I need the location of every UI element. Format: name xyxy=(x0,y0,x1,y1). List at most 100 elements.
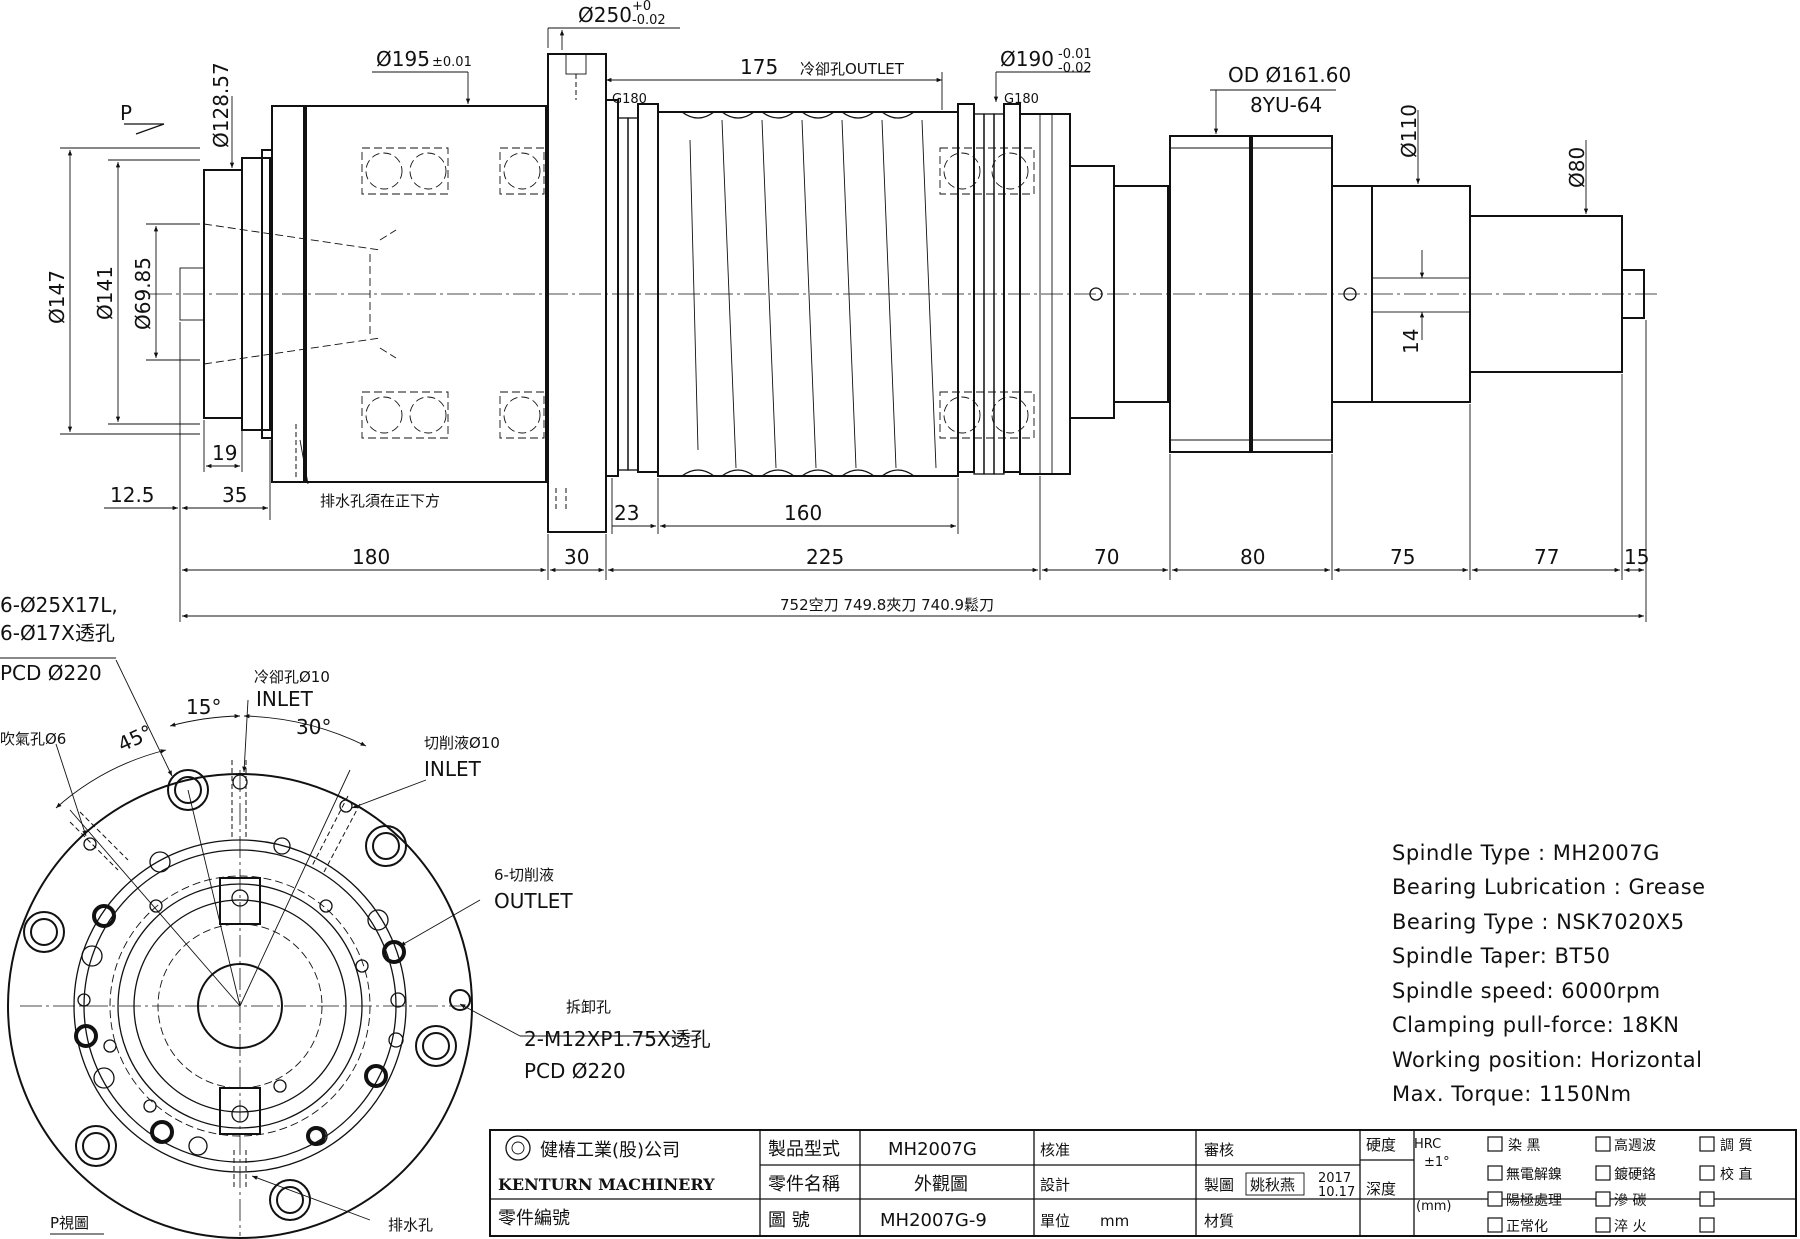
dim-d190-tol-upper: -0.01 xyxy=(1058,47,1092,62)
spec-list: Spindle Type : MH2007G Bearing Lubricati… xyxy=(1392,841,1706,1106)
angle-15: 15° xyxy=(186,695,221,719)
od-label: OD Ø161.60 xyxy=(1228,63,1351,87)
dim-35: 35 xyxy=(222,483,247,507)
checkbox-induction[interactable] xyxy=(1595,1136,1611,1152)
dim-160: 160 xyxy=(784,501,822,525)
cutting-inlet-label: 切削液Ø10 xyxy=(424,734,500,752)
kenturn-logo xyxy=(505,1135,531,1161)
treatment-label: 高週波 xyxy=(1614,1137,1656,1154)
material-label: 材質 xyxy=(1204,1212,1234,1230)
dim-70: 70 xyxy=(1094,545,1119,569)
spindle-side-view xyxy=(179,53,1645,533)
dim-d80: Ø80 xyxy=(1565,147,1589,188)
design-label: 設計 xyxy=(1040,1176,1070,1194)
cutting-inlet-label-2: INLET xyxy=(424,757,482,781)
dim-d250: Ø250 xyxy=(578,3,632,27)
product-model: MH2007G xyxy=(888,1139,977,1160)
checkbox-temper[interactable] xyxy=(1699,1136,1715,1152)
checkbox-electroless-nickel[interactable] xyxy=(1487,1165,1503,1181)
treatment-label: 鍍硬鉻 xyxy=(1614,1166,1656,1183)
air-hole-label: 吹氣孔Ø6 xyxy=(0,730,66,748)
dim-225: 225 xyxy=(806,545,844,569)
treatment-label: 調 質 xyxy=(1720,1138,1752,1154)
treatment-label: 正常化 xyxy=(1506,1219,1548,1235)
side-view-dimensions: Ø250 +0 -0.02 Ø195 ±0.01 175 冷卻孔OUTLET Ø… xyxy=(45,0,1649,622)
checkbox-anodize[interactable] xyxy=(1487,1191,1503,1207)
pcd-top: PCD Ø220 xyxy=(0,661,102,685)
checkbox-blank-1[interactable] xyxy=(1699,1191,1715,1207)
unit-label: 單位 xyxy=(1040,1212,1070,1230)
title-block: 健椿工業(股)公司 KENTURN MACHINERY 零件編號 製品型式 MH… xyxy=(489,1129,1797,1237)
drawing-number-label: 圖 號 xyxy=(768,1210,810,1231)
treatment-label: 染 黑 xyxy=(1508,1138,1540,1154)
yu-label: 8YU-64 xyxy=(1250,93,1322,117)
spec-line: Spindle speed: 6000rpm xyxy=(1392,979,1661,1003)
checkbox-hard-chrome[interactable] xyxy=(1595,1165,1611,1181)
angle-45: 45° xyxy=(114,720,156,757)
spec-line: Spindle Type : MH2007G xyxy=(1392,841,1660,865)
dim-d190: Ø190 xyxy=(1000,47,1054,71)
dim-d195: Ø195 xyxy=(376,47,430,71)
dim-180: 180 xyxy=(352,545,390,569)
dim-15: 15 xyxy=(1624,545,1649,569)
depth-label: 深度 xyxy=(1366,1180,1396,1198)
company-name-cn: 健椿工業(股)公司 xyxy=(540,1140,680,1161)
spec-line: Working position: Horizontal xyxy=(1392,1048,1702,1072)
treatment-label: 淬 火 xyxy=(1614,1219,1646,1235)
part-name-label: 零件名稱 xyxy=(768,1174,840,1195)
removal-hole-spec: 2-M12XP1.75X透孔 xyxy=(524,1027,711,1051)
drawer-name: 姚秋燕 xyxy=(1250,1176,1295,1194)
drawing-number: MH2007G-9 xyxy=(880,1210,987,1231)
checkbox-carburize[interactable] xyxy=(1595,1191,1611,1207)
total-length: 752空刀 749.8夾刀 740.9鬆刀 xyxy=(780,596,994,614)
outlet-label: 冷卻孔OUTLET xyxy=(800,60,905,78)
dim-d190-tol-lower: -0.02 xyxy=(1058,61,1092,76)
coolant-inlet-label: 冷卻孔Ø10 xyxy=(254,668,330,686)
holes-label-1: 6-Ø25X17L, xyxy=(0,593,118,617)
company-name-en: KENTURN MACHINERY xyxy=(498,1175,715,1194)
checkbox-dye-black[interactable] xyxy=(1487,1136,1503,1152)
checkbox-normalize[interactable] xyxy=(1487,1217,1503,1233)
unit-value: mm xyxy=(1100,1212,1129,1230)
date-year: 2017 xyxy=(1318,1171,1351,1186)
dim-d69: Ø69.85 xyxy=(131,257,155,330)
dim-d147: Ø147 xyxy=(45,270,69,324)
dim-14: 14 xyxy=(1399,329,1423,354)
dim-d250-tol-upper: +0 xyxy=(632,0,651,14)
pcd-bottom: PCD Ø220 xyxy=(524,1059,626,1083)
checkbox-straighten[interactable] xyxy=(1699,1165,1715,1181)
dim-d141: Ø141 xyxy=(93,266,117,320)
approve-label: 核准 xyxy=(1040,1141,1070,1159)
dim-19: 19 xyxy=(212,441,237,465)
part-name: 外觀圖 xyxy=(914,1174,968,1195)
cutting-outlet-label: 6-切削液 xyxy=(494,866,554,884)
dim-23: 23 xyxy=(614,501,639,525)
checkbox-quench[interactable] xyxy=(1595,1217,1611,1233)
dim-d128: Ø128.57 xyxy=(209,62,233,148)
hrc-label: HRC xyxy=(1414,1137,1441,1152)
coolant-inlet-label-2: INLET xyxy=(256,687,314,711)
angle-30: 30° xyxy=(296,715,331,739)
spec-line: Clamping pull-force: 18KN xyxy=(1392,1013,1680,1037)
product-model-label: 製品型式 xyxy=(768,1139,840,1160)
g180-right: G180 xyxy=(1004,92,1039,107)
spec-line: Bearing Lubrication : Grease xyxy=(1392,875,1706,899)
g180-left: G180 xyxy=(612,92,647,107)
hardness-label: 硬度 xyxy=(1366,1136,1396,1154)
date-month-day: 10.17 xyxy=(1318,1185,1355,1200)
dim-77: 77 xyxy=(1534,545,1559,569)
treatment-label: 滲 碳 xyxy=(1614,1193,1646,1209)
treatment-label: 陽極處理 xyxy=(1506,1193,1562,1209)
spec-line: Max. Torque: 1150Nm xyxy=(1392,1082,1632,1106)
p-view: 6-Ø25X17L, 6-Ø17X透孔 PCD Ø220 冷卻孔Ø10 INLE… xyxy=(0,593,711,1239)
dim-12-5: 12.5 xyxy=(110,483,155,507)
drawn-label: 製圖 xyxy=(1204,1176,1234,1194)
removal-hole-label: 拆卸孔 xyxy=(566,998,611,1016)
checkbox-blank-2[interactable] xyxy=(1699,1217,1715,1233)
p-view-label: P視圖 xyxy=(50,1214,89,1232)
treatment-label: 校 直 xyxy=(1720,1166,1752,1183)
dim-d195-tol: ±0.01 xyxy=(432,55,472,70)
dim-75: 75 xyxy=(1390,545,1415,569)
cutting-outlet-label-2: OUTLET xyxy=(494,889,573,913)
depth-unit: (mm) xyxy=(1416,1199,1451,1214)
